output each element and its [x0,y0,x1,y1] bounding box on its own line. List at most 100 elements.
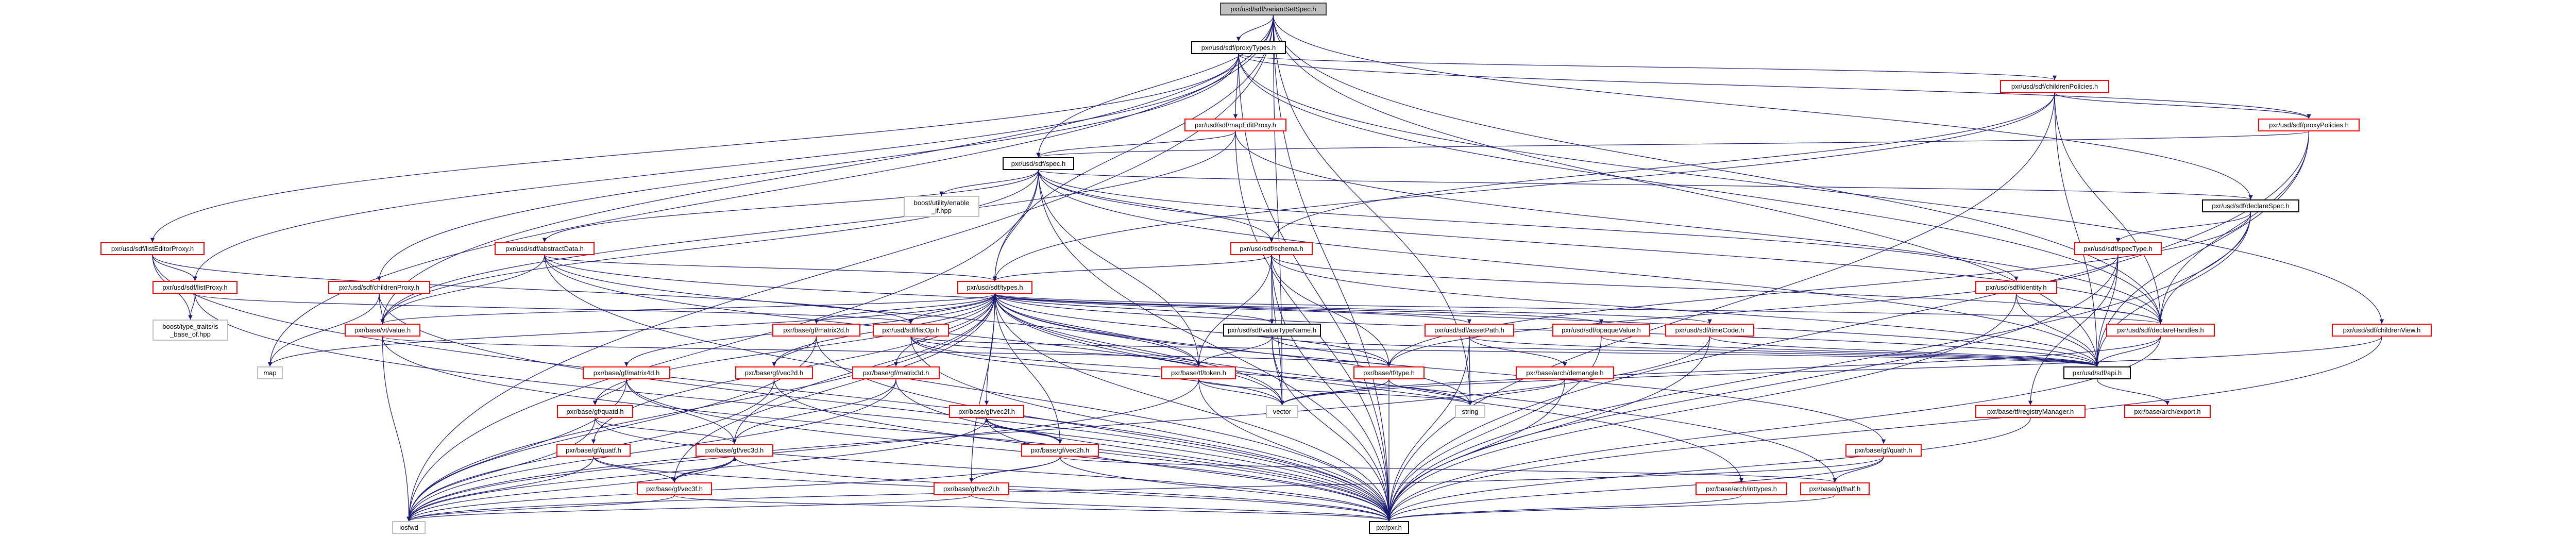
edge-childrenPolicies-to-proxyPolicies [2054,92,2311,119]
edge-vec2i-to-pxr [971,495,1391,522]
edge-vec2f-to-iosfwd [406,417,987,522]
edge-types-to-pxr [994,293,1392,522]
node-quath[interactable]: pxr/base/gf/quath.h [1845,444,1922,457]
edge-declareSpec-to-api [2095,212,2251,367]
edge-proxyPolicies-to-api [2095,131,2310,367]
edge-types-to-vec2h [994,293,1062,444]
node-map: map [257,366,283,379]
edge-spec-to-declareSpec [1038,170,2252,200]
edge-quatf-to-vec3f [593,456,677,483]
node-schema[interactable]: pxr/usd/sdf/schema.h [1230,242,1313,255]
edge-variantSetSpec-to-proxyTypes [1236,15,1274,42]
node-vec3f[interactable]: pxr/base/gf/vec3f.h [637,482,712,495]
edge-spec-to-enableIf [939,170,1039,196]
edge-abstractData-to-pxr [544,255,1392,522]
edge-matrix2d-to-vec2d [772,336,817,367]
node-timeCode[interactable]: pxr/usd/sdf/timeCode.h [1665,324,1754,337]
node-valueTypeName[interactable]: pxr/usd/sdf/valueTypeName.h [1223,324,1321,337]
edge-vec3f-to-vec3d [674,456,737,483]
node-registryManager[interactable]: pxr/base/tf/registryManager.h [1975,405,2086,418]
edge-declareSpec-to-specType [2115,212,2251,243]
node-vec2d[interactable]: pxr/base/gf/vec2d.h [735,366,813,379]
node-listOp[interactable]: pxr/usd/sdf/listOp.h [873,324,949,337]
node-vec2f[interactable]: pxr/base/gf/vec2f.h [949,405,1024,418]
edge-timeCode-to-api [1709,336,2099,367]
node-matrix4d[interactable]: pxr/base/gf/matrix4d.h [583,366,670,379]
edge-proxyTypes-to-childrenProxy [377,54,1239,281]
node-pxr[interactable]: pxr/pxr.h [1369,521,1409,534]
edge-vec2h-to-iosfwd [406,456,1061,522]
edge-matrix4d-to-quatd [592,379,627,406]
edge-valueTypeName-to-token [1196,336,1273,367]
edge-types-to-string [994,293,1472,406]
edge-listEditorProxy-to-listOp [152,255,913,324]
edge-token-to-iosfwd [406,379,1199,522]
edge-demangle-to-string [1468,379,1566,406]
node-listProxy[interactable]: pxr/usd/sdf/listProxy.h [152,281,238,294]
edge-half-to-pxr [1387,495,1836,522]
node-declareHandles[interactable]: pxr/usd/sdf/declareHandles.h [2106,324,2215,337]
edge-schema-to-tfType [1271,255,1392,367]
edge-spec-to-abstractData [542,170,1039,243]
edge-proxyTypes-to-listProxy [193,54,1239,281]
edge-variantSetSpec-to-map [267,15,1274,367]
node-inttypes[interactable]: pxr/base/arch/inttypes.h [1696,482,1787,495]
node-matrix3d[interactable]: pxr/base/gf/matrix3d.h [852,366,940,379]
node-declareSpec[interactable]: pxr/usd/sdf/declareSpec.h [2202,199,2299,212]
node-value[interactable]: pxr/base/vt/value.h [345,324,420,337]
node-demangle[interactable]: pxr/base/arch/demangle.h [1516,366,1614,379]
edge-types-to-map [267,293,995,367]
node-quatf[interactable]: pxr/base/gf/quatf.h [556,444,631,457]
edge-quatf-to-iosfwd [406,456,594,522]
node-quatd[interactable]: pxr/base/gf/quatd.h [557,405,633,418]
edge-types-to-value [380,293,995,324]
edge-matrix3d-to-pxr [895,379,1392,522]
edge-identity-to-declareHandles [2015,293,2163,324]
edge-identity-to-api [2015,293,2099,367]
node-spec[interactable]: pxr/usd/sdf/spec.h [1003,157,1074,170]
edge-valueTypeName-to-pxr [1272,336,1392,522]
node-proxyTypes[interactable]: pxr/usd/sdf/proxyTypes.h [1191,41,1286,54]
node-specType[interactable]: pxr/usd/sdf/specType.h [2074,242,2162,255]
node-matrix2d[interactable]: pxr/base/gf/matrix2d.h [772,324,860,337]
edge-proxyPolicies-to-spec [1037,131,2310,158]
edge-valueTypeName-to-api [1272,336,2099,367]
edge-childrenPolicies-to-api [2054,92,2099,367]
edge-types-to-inttypes [994,293,1744,483]
node-tf-type[interactable]: pxr/base/tf/type.h [1353,366,1425,379]
node-identity[interactable]: pxr/usd/sdf/identity.h [1975,281,2057,294]
edge-variantSetSpec-to-api [1273,15,2099,367]
edge-mapEditProxy-to-declareHandles [1235,131,2163,324]
node-opaqueValue[interactable]: pxr/usd/sdf/opaqueValue.h [1552,324,1650,337]
edge-types-to-quatd [592,293,995,406]
node-half[interactable]: pxr/base/gf/half.h [1800,482,1870,495]
edge-variantSetSpec-to-declareHandles [1273,15,2163,324]
edge-matrix3d-to-iosfwd [406,379,896,522]
node-assetPath[interactable]: pxr/usd/sdf/assetPath.h [1425,324,1514,337]
node-mapEditProxy[interactable]: pxr/usd/sdf/mapEditProxy.h [1184,119,1286,131]
node-abstractData[interactable]: pxr/usd/sdf/abstractData.h [495,242,595,255]
node-vec2i[interactable]: pxr/base/gf/vec2i.h [934,482,1009,495]
edge-value-to-iosfwd [382,336,411,522]
edge-listEditorProxy-to-listProxy [152,255,197,281]
edge-spec-to-types [992,170,1039,281]
node-vec3d[interactable]: pxr/base/gf/vec3d.h [696,444,773,457]
node-token[interactable]: pxr/base/tf/token.h [1161,366,1236,379]
edge-mapEditProxy-to-spec [1036,131,1236,158]
node-proxyPolicies[interactable]: pxr/usd/sdf/proxyPolicies.h [2258,119,2360,131]
edge-assetPath-to-string [1468,336,1472,406]
node-vec2h[interactable]: pxr/base/gf/vec2h.h [1021,444,1099,457]
node-listEditorProxy[interactable]: pxr/usd/sdf/listEditorProxy.h [100,242,205,255]
edge-matrix2d-to-iosfwd [406,336,817,522]
node-childrenView[interactable]: pxr/usd/sdf/childrenView.h [2332,324,2432,337]
edge-childrenView-to-vector [1280,336,2382,406]
edge-types-to-quath [994,293,1886,444]
node-childrenPolicies[interactable]: pxr/usd/sdf/childrenPolicies.h [2000,80,2109,93]
edge-listEditorProxy-to-pxr [152,255,1392,522]
node-types[interactable]: pxr/usd/sdf/types.h [957,281,1032,294]
node-api[interactable]: pxr/usd/sdf/api.h [2063,366,2131,379]
node-string: string [1455,405,1485,418]
node-export[interactable]: pxr/base/arch/export.h [2124,405,2211,418]
node-childrenProxy[interactable]: pxr/usd/sdf/childrenProxy.h [328,281,430,294]
edge-vec2h-to-pxr [1059,456,1392,522]
